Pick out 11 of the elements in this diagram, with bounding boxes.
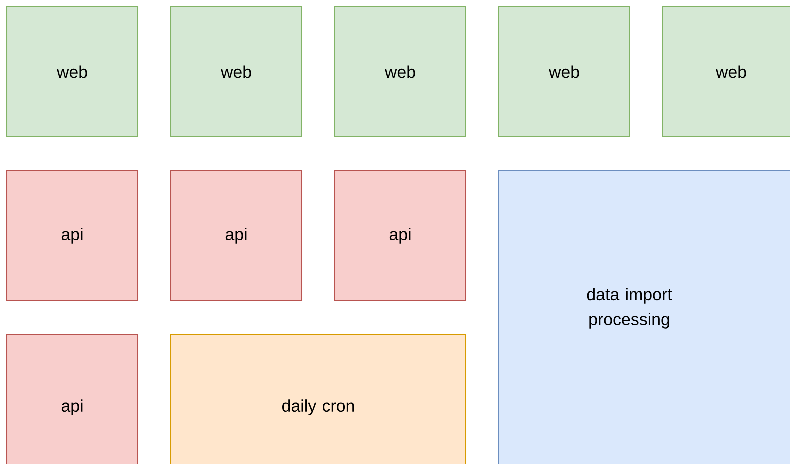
service-box: api <box>334 170 466 302</box>
service-box: api <box>6 334 138 464</box>
service-box: daily cron <box>170 334 466 464</box>
service-box: web <box>6 6 138 138</box>
service-box: web <box>334 6 466 138</box>
service-box: data import processing <box>498 170 790 464</box>
service-box: web <box>170 6 302 138</box>
service-box: web <box>498 6 630 138</box>
service-box: web <box>662 6 790 138</box>
service-box: api <box>170 170 302 302</box>
service-box: api <box>6 170 138 302</box>
